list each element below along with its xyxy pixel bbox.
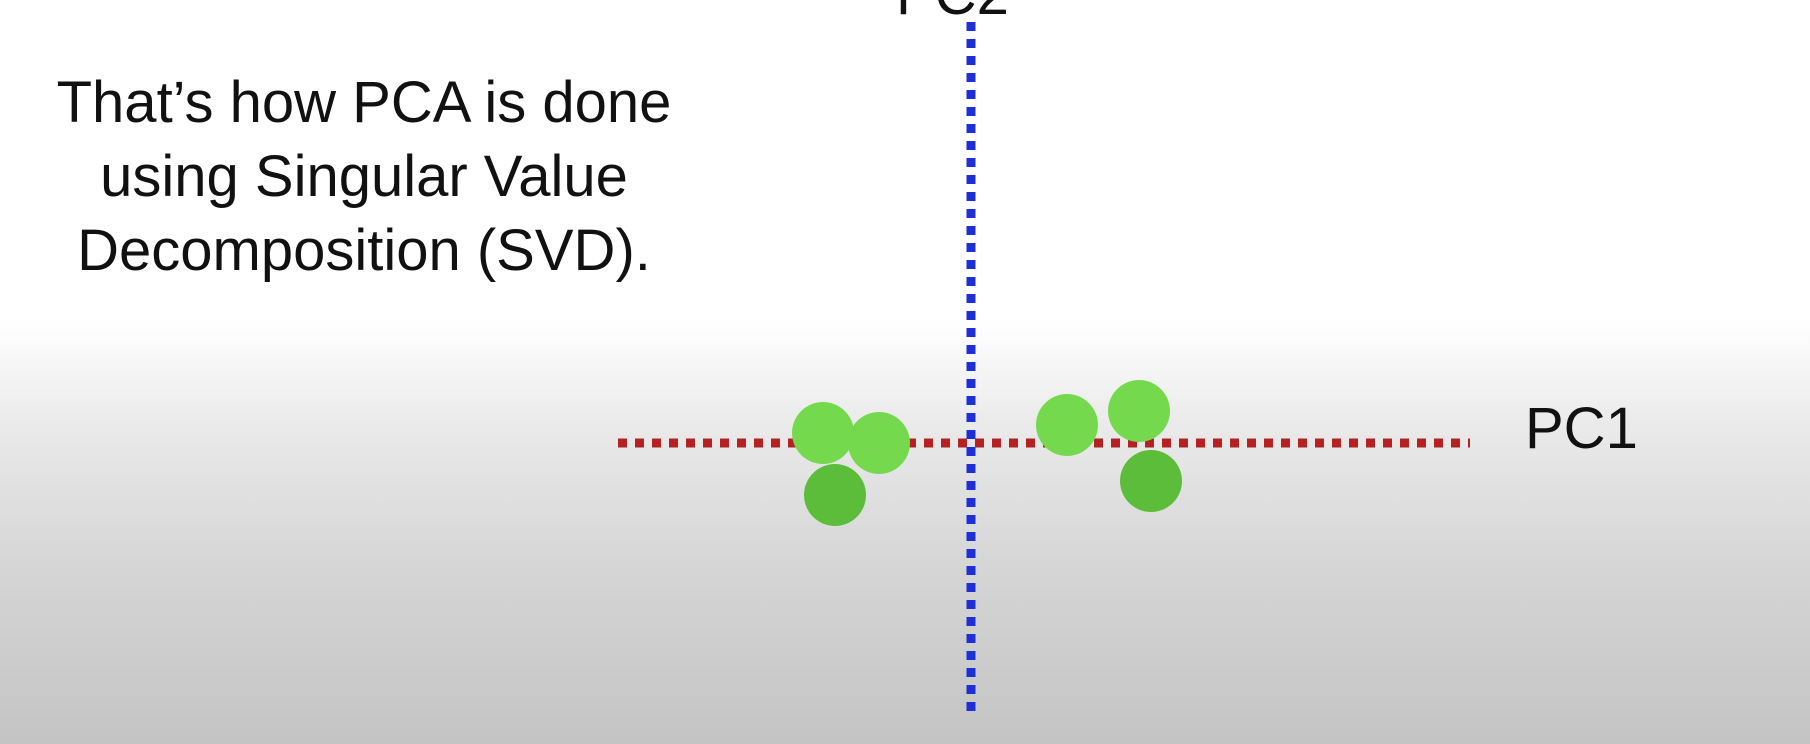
caption-line-1: That’s how PCA is done [56, 70, 672, 135]
data-point [848, 412, 910, 474]
data-point [792, 402, 854, 464]
pc2-label: PC2 [896, 0, 1009, 24]
caption-text: That’s how PCA is done using Singular Va… [0, 66, 728, 288]
data-point [804, 464, 866, 526]
pc1-label: PC1 [1525, 396, 1638, 461]
caption-line-2: using Singular Value [100, 144, 628, 209]
data-point [1120, 450, 1182, 512]
data-points [792, 380, 1182, 526]
data-point [1108, 380, 1170, 442]
caption-line-3: Decomposition (SVD). [77, 218, 651, 283]
data-point [1036, 394, 1098, 456]
